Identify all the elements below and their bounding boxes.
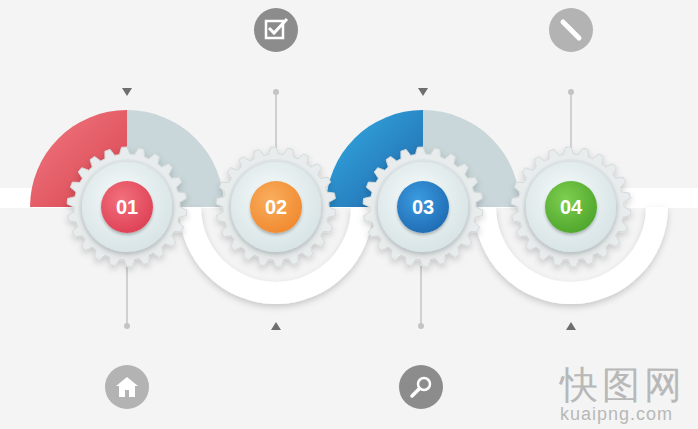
triangle-marks [122,88,576,330]
icon-house [105,365,149,409]
number-circle: 02 [250,181,302,233]
step-number: 03 [412,197,434,217]
number-circle: 01 [101,181,153,233]
gear [67,147,187,267]
icon-check [254,8,298,52]
gear [511,147,631,267]
watermark: 快图网 [560,360,686,411]
leader-lines [124,89,574,329]
icon-pencil [549,8,593,52]
gear [216,147,336,267]
gears [67,147,631,267]
icon-search [399,365,443,409]
watermark: kuaipng.com [560,404,673,425]
step-number: 02 [265,197,287,217]
step-number: 04 [560,197,582,217]
step-number: 01 [116,197,138,217]
number-circle: 04 [545,181,597,233]
number-circle: 03 [397,181,449,233]
gear [363,147,483,267]
